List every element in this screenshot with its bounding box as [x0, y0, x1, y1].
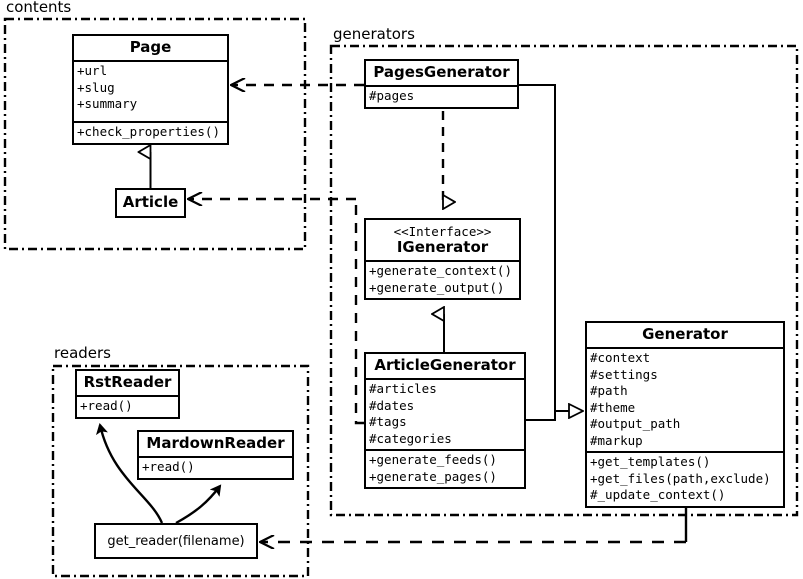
- class-box-mardown-reader[interactable]: MardownReader +read(): [137, 430, 294, 480]
- class-attributes-pages-generator: #pages: [366, 85, 517, 107]
- method-row: +read(): [142, 459, 195, 475]
- attribute-row: #categories: [369, 430, 452, 446]
- class-box-rst-reader[interactable]: RstReader +read(): [75, 369, 180, 419]
- package-frame-readers: [51, 364, 310, 578]
- function-label-get-reader: get_reader(filename): [107, 533, 245, 549]
- class-name-rst-reader: RstReader: [83, 373, 172, 391]
- class-name-igenerator: <<Interface>> IGenerator: [366, 220, 519, 260]
- attribute-row: #path: [590, 383, 628, 399]
- class-attributes-generator: #context #settings #path #theme #output_…: [587, 347, 783, 451]
- class-box-pages-generator[interactable]: PagesGenerator #pages: [364, 59, 519, 109]
- class-name-pages-generator: PagesGenerator: [373, 63, 510, 81]
- package-label-readers: readers: [52, 344, 113, 362]
- method-row: +get_files(path,exclude): [590, 470, 771, 486]
- relationship-pagesgenerator-inherits-generator: [519, 84, 556, 411]
- relationship-generator-uses-get-reader: [260, 502, 688, 542]
- class-box-article-generator[interactable]: ArticleGenerator #articles #dates #tags …: [364, 352, 526, 490]
- attribute-row: #tags: [369, 414, 407, 430]
- class-name-text-igenerator: IGenerator: [396, 238, 489, 256]
- attribute-row: #markup: [590, 432, 643, 448]
- package-label-generators: generators: [331, 25, 417, 43]
- class-methods-page: +check_properties(): [74, 121, 227, 143]
- attribute-row: #pages: [369, 88, 415, 104]
- method-row: +generate_feeds(): [369, 452, 497, 468]
- method-row: +generate_context(): [369, 263, 512, 279]
- attribute-row: #context: [590, 350, 651, 366]
- attribute-row: #settings: [590, 366, 658, 382]
- attribute-row: #output_path: [590, 416, 681, 432]
- relationship-articlegenerator-uses-article: [188, 199, 364, 425]
- attribute-row: #articles: [369, 381, 437, 397]
- method-row: +check_properties(): [77, 124, 220, 140]
- package-frame-generators: [329, 44, 799, 517]
- relationship-articlegenerator-inherits-generator: [526, 411, 583, 421]
- method-row: +generate_output(): [369, 279, 505, 295]
- class-name-generator: Generator: [642, 325, 728, 343]
- class-stereotype-igenerator: <<Interface>>: [393, 224, 492, 239]
- class-methods-article-generator: +generate_feeds() +generate_pages(): [366, 449, 524, 487]
- class-box-generator[interactable]: Generator #context #settings #path #them…: [585, 321, 785, 508]
- class-name-article-generator: ArticleGenerator: [374, 356, 516, 374]
- relationship-get-reader-returns-mardownreader: [175, 486, 220, 525]
- class-name-article: Article: [122, 193, 179, 212]
- method-row: +get_templates(): [590, 454, 711, 470]
- relationship-get-reader-returns-rstreader: [100, 425, 164, 524]
- method-row: +generate_pages(): [369, 468, 497, 484]
- method-row: #_update_context(): [590, 487, 726, 503]
- attribute-row: +url: [77, 63, 108, 79]
- function-box-get-reader[interactable]: get_reader(filename): [94, 523, 258, 559]
- class-attributes-article-generator: #articles #dates #tags #categories: [366, 378, 524, 449]
- attribute-row: +slug: [77, 79, 115, 95]
- package-frame-contents: [3, 17, 307, 251]
- class-name-page: Page: [129, 38, 172, 56]
- attribute-row: #dates: [369, 397, 415, 413]
- class-attributes-page: +url +slug +summary: [74, 60, 227, 121]
- class-methods-mardown-reader: +read(): [139, 456, 292, 478]
- method-row: +read(): [80, 398, 133, 414]
- class-name-mardown-reader: MardownReader: [146, 434, 285, 452]
- class-methods-generator: +get_templates() +get_files(path,exclude…: [587, 451, 783, 506]
- package-label-contents: contents: [4, 0, 74, 16]
- attribute-row: +summary: [77, 96, 138, 112]
- class-methods-rst-reader: +read(): [77, 395, 178, 417]
- class-box-page[interactable]: Page +url +slug +summary +check_properti…: [72, 34, 229, 145]
- class-box-igenerator[interactable]: <<Interface>> IGenerator +generate_conte…: [364, 218, 521, 301]
- attribute-row: #theme: [590, 399, 636, 415]
- class-methods-igenerator: +generate_context() +generate_output(): [366, 260, 519, 298]
- class-box-article[interactable]: Article: [115, 188, 186, 218]
